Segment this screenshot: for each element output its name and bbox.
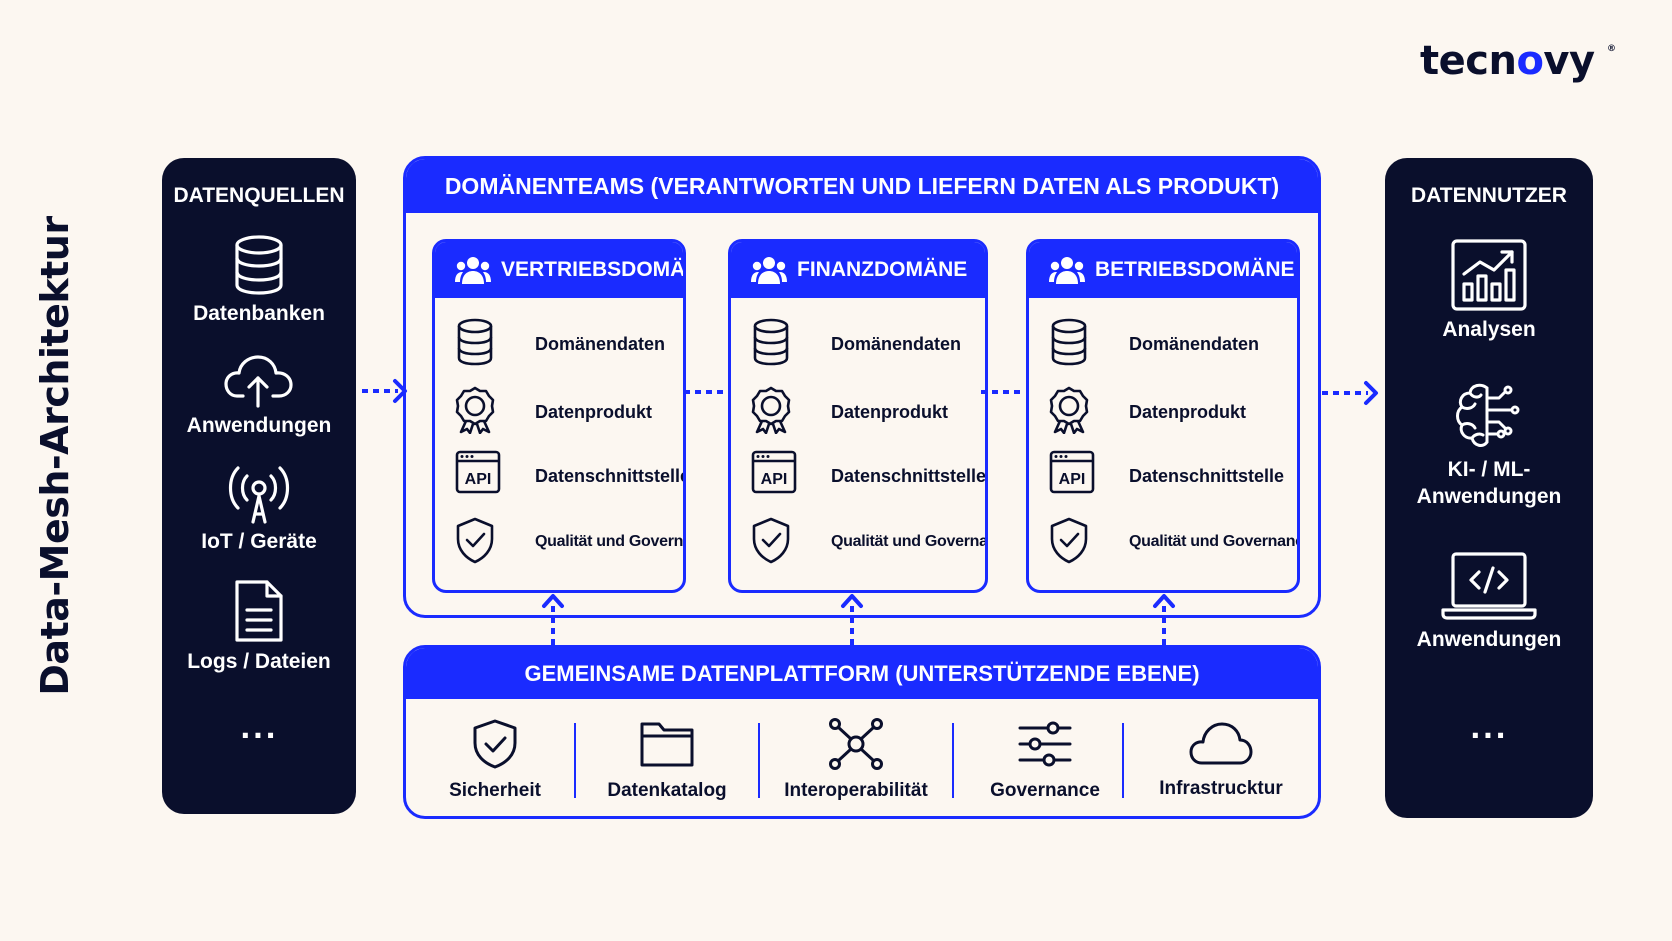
domain-card-finance: FINANZDOMÄNE Domänendaten Datenprodukt A…	[728, 239, 988, 593]
sources-title: DATENQUELLEN	[173, 184, 345, 207]
domain-header: BETRIEBSDOMÄNE	[1029, 242, 1297, 298]
arrowhead-up	[1153, 594, 1175, 608]
platform-divider	[1122, 723, 1124, 798]
sources-more: ...	[240, 712, 278, 745]
source-applications: Anwendungen	[162, 352, 356, 439]
source-iot: IoT / Geräte	[162, 464, 356, 555]
consumer-label: Anwendungen	[1416, 628, 1562, 651]
shared-platform-box: GEMEINSAME DATENPLATTFORM (UNTERSTÜTZEND…	[403, 645, 1321, 819]
award-badge-icon	[751, 386, 791, 434]
arrowhead-up	[841, 594, 863, 608]
database-icon	[457, 318, 493, 366]
team-icon	[751, 257, 787, 284]
domain-teams-title: DOMÄNENTEAMS (VERANTWORTEN UND LIEFERN D…	[406, 159, 1318, 213]
shield-check-icon	[752, 517, 790, 564]
sliders-icon	[1018, 721, 1072, 767]
brain-circuit-icon	[1456, 383, 1520, 447]
source-label: Datenbanken	[193, 302, 325, 325]
antenna-icon	[228, 466, 290, 524]
domain-teams-box: DOMÄNENTEAMS (VERANTWORTEN UND LIEFERN D…	[403, 156, 1321, 618]
svg-text:API: API	[465, 471, 492, 488]
svg-text:API: API	[1059, 471, 1086, 488]
arrowhead-right	[393, 379, 407, 403]
api-window-icon: API	[751, 450, 797, 494]
shield-check-icon	[456, 517, 494, 564]
database-icon	[235, 235, 283, 295]
platform-item-infrastructure: Infrastrucktur	[1146, 718, 1296, 800]
document-icon	[235, 580, 283, 642]
api-window-icon: API	[455, 450, 501, 494]
consumers-more: ...	[1470, 712, 1508, 745]
arrowhead-right	[1364, 381, 1378, 405]
consumer-analytics: Analysen	[1385, 238, 1593, 343]
consumer-label: Analysen	[1442, 318, 1536, 341]
platform-divider	[952, 723, 954, 798]
domain-card-operations: BETRIEBSDOMÄNE Domänendaten Datenprodukt…	[1026, 239, 1300, 593]
domain-title: BETRIEBSDOMÄNE	[1095, 258, 1295, 281]
platform-item-catalog: Datenkatalog	[602, 718, 732, 802]
source-label: Logs / Dateien	[187, 650, 331, 673]
cloud-upload-icon	[224, 355, 293, 408]
source-logs: Logs / Dateien	[162, 578, 356, 675]
platform-item-interoperability: Interoperabilität	[776, 718, 936, 802]
consumer-applications: Anwendungen	[1385, 550, 1593, 653]
domain-header: VERTRIEBSDOMÄNE	[435, 242, 683, 298]
sources-panel: DATENQUELLEN Datenbanken Anwendungen IoT…	[162, 158, 356, 814]
award-badge-icon	[455, 386, 495, 434]
cloud-icon	[1189, 722, 1253, 765]
domain-title: FINANZDOMÄNE	[797, 258, 968, 281]
arrowhead-up	[542, 594, 564, 608]
source-label: Anwendungen	[186, 414, 332, 437]
platform-item-governance: Governance	[980, 718, 1110, 802]
consumers-title: DATENNUTZER	[1411, 184, 1567, 207]
database-icon	[753, 318, 789, 366]
svg-text:API: API	[761, 471, 788, 488]
shield-check-icon	[1050, 517, 1088, 564]
folder-icon	[640, 722, 694, 767]
analytics-chart-icon	[1451, 239, 1527, 311]
team-icon	[455, 257, 491, 284]
domain-header: FINANZDOMÄNE	[731, 242, 985, 298]
platform-title: GEMEINSAME DATENPLATTFORM (UNTERSTÜTZEND…	[406, 648, 1318, 699]
consumers-panel: DATENNUTZER Analysen	[1385, 158, 1593, 818]
domain-title: VERTRIEBSDOMÄNE	[501, 258, 686, 281]
database-icon	[1051, 318, 1087, 366]
domain-card-sales: VERTRIEBSDOMÄNE Domänendaten Datenproduk…	[432, 239, 686, 593]
source-label: IoT / Geräte	[201, 530, 317, 553]
api-window-icon: API	[1049, 450, 1095, 494]
platform-divider	[758, 723, 760, 798]
tecnovy-logo: tecnovy ®	[1420, 38, 1616, 84]
platform-divider	[574, 723, 576, 798]
network-nodes-icon	[829, 718, 883, 770]
shield-check-icon	[473, 719, 517, 769]
platform-item-security: Sicherheit	[440, 718, 550, 802]
consumer-ai-ml: KI- / ML- Anwendungen	[1385, 380, 1593, 510]
consumer-label-line2: Anwendungen	[1416, 485, 1562, 508]
team-icon	[1049, 257, 1085, 284]
consumer-label-line1: KI- / ML-	[1447, 458, 1531, 481]
award-badge-icon	[1049, 386, 1089, 434]
laptop-code-icon	[1441, 552, 1537, 620]
source-databases: Datenbanken	[162, 234, 356, 327]
